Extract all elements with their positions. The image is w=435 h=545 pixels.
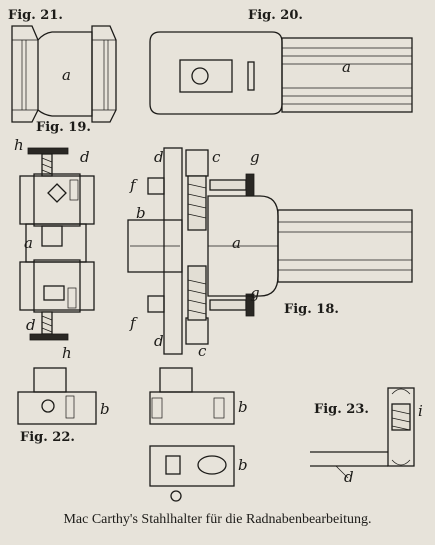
label-b: b — [100, 400, 110, 418]
fig23-title: Fig. 23. — [314, 402, 369, 417]
label-c: c — [212, 148, 221, 166]
fig22-drawing — [17, 367, 235, 502]
plate-caption: Mac Carthy's Stahlhalter für die Radnabe… — [63, 512, 372, 527]
label-b: b — [136, 204, 146, 222]
fig21-title: Fig. 21. — [8, 8, 63, 23]
label-d: d — [26, 316, 36, 334]
fig22-title: Fig. 22. — [20, 430, 75, 445]
label-h: h — [62, 344, 72, 362]
label-d: d — [80, 148, 90, 166]
fig21-drawing — [11, 25, 117, 123]
label-f: f — [130, 314, 136, 332]
label-a: a — [24, 234, 33, 252]
fig20-drawing — [149, 31, 413, 115]
label-g: g — [250, 284, 260, 302]
fig20-title: Fig. 20. — [248, 8, 303, 23]
label-a: a — [232, 234, 241, 252]
label-f: f — [130, 176, 136, 194]
label-a: a — [62, 66, 71, 84]
label-b: b — [238, 398, 248, 416]
label-g: g — [250, 148, 260, 166]
label-i: i — [418, 402, 423, 420]
label-b: b — [238, 456, 248, 474]
fig18-drawing — [127, 147, 413, 355]
label-c: c — [198, 342, 207, 360]
fig18-title: Fig. 18. — [284, 302, 339, 317]
label-d: d — [154, 332, 164, 350]
label-h: h — [14, 136, 24, 154]
fig19-title: Fig. 19. — [36, 120, 91, 135]
label-d: d — [154, 148, 164, 166]
label-d: d — [344, 468, 354, 486]
fig23-drawing — [310, 387, 415, 479]
label-a: a — [342, 58, 351, 76]
fig19-drawing — [19, 147, 95, 341]
